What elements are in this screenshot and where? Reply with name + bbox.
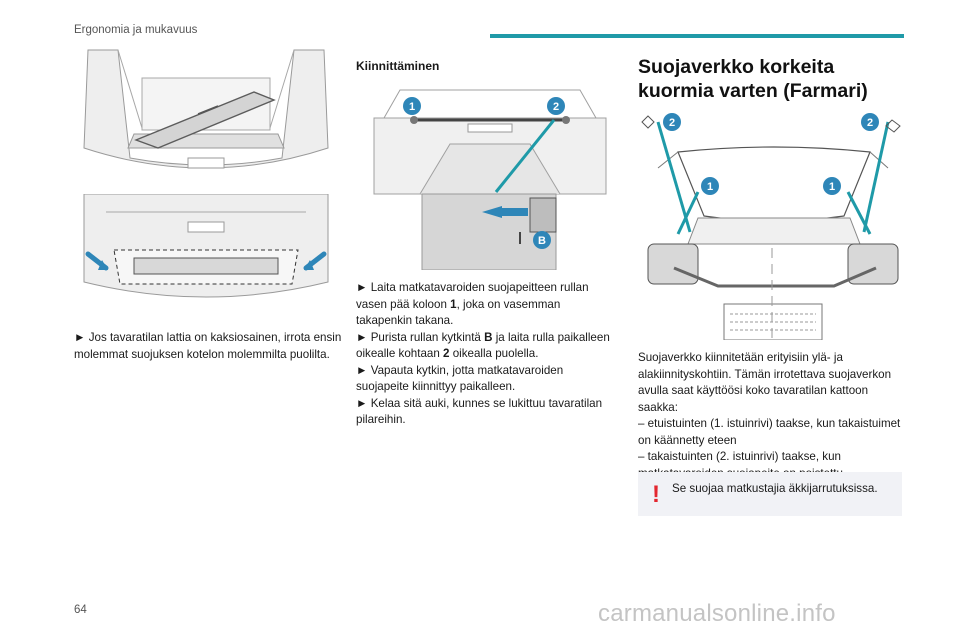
fitting-subheading: Kiinnittäminen	[356, 59, 440, 73]
callout-1-left-label: 1	[707, 181, 713, 193]
fitting-step-2-post: oikealla puolella.	[449, 347, 539, 360]
fitting-step-2-pre: ► Purista rullan kytkintä	[356, 330, 485, 344]
fitting-step-1-post: , joka on vasemman takapenkin takana.	[356, 297, 561, 328]
callout-2-left-label: 2	[669, 117, 675, 129]
callout-1-right-label: 1	[829, 181, 835, 193]
callout-2-right-label: 2	[867, 117, 873, 129]
roller-blind-illustration: 1 2 B	[370, 84, 610, 270]
fitting-step-2-mid: ja laita rulla paikalleen oikealle kohta…	[356, 330, 610, 361]
fitting-steps: ► Laita matkatavaroiden suojapeitteen ru…	[356, 280, 618, 429]
fitting-step-1-pre: ► Laita matkatavaroiden suojapeitteen ru…	[356, 281, 589, 311]
callout-b-badge	[533, 231, 551, 249]
callout-b-label: B	[538, 235, 546, 247]
warning-box: ! Se suojaa matkustajia äkkijarrutuksiss…	[638, 472, 902, 516]
callout-1-left-badge	[701, 177, 719, 195]
safety-net-illustration: 2 2 1 1	[638, 108, 908, 340]
section-title: Suojaverkko korkeita kuormia varten (Far…	[638, 56, 868, 102]
trunk-cover-illustration-bottom	[78, 194, 334, 310]
callout-1-label: 1	[409, 101, 415, 113]
net-description: Suojaverkko kiinnitetään erityisiin ylä-…	[638, 350, 906, 482]
left-instruction-text: ► Jos tavaratilan lattia on kaksiosainen…	[74, 331, 342, 361]
fitting-step-4: ► Kelaa sitä auki, kunnes se lukittuu ta…	[356, 396, 603, 427]
header-accent-bar	[490, 34, 904, 38]
callout-2-badge	[547, 97, 565, 115]
page-number: 64	[74, 604, 87, 616]
callout-2-left-badge	[663, 113, 681, 131]
callout-1-right-badge	[823, 177, 841, 195]
fitting-step-2: ► Purista rullan kytkintä B ja laita rul…	[356, 330, 618, 363]
callout-2-right-badge	[861, 113, 879, 131]
callout-1-badge	[403, 97, 421, 115]
exclamation-icon: !	[652, 481, 660, 508]
fitting-step-2-ref-b: B	[484, 330, 493, 344]
fitting-step-1-ref: 1	[450, 297, 457, 311]
running-header: Ergonomia ja mukavuus	[74, 24, 198, 36]
net-item-1: – etuistuinten (1. istuinrivi) taakse, k…	[638, 417, 901, 447]
site-watermark: carmanualsonline.info	[598, 600, 836, 627]
trunk-cover-illustration-top	[78, 48, 334, 180]
callout-2-label: 2	[553, 101, 559, 113]
warning-text: Se suojaa matkustajia äkkijarrutuksissa.	[672, 482, 878, 495]
fitting-step-1: ► Laita matkatavaroiden suojapeitteen ru…	[356, 280, 618, 330]
fitting-step-3: ► Vapauta kytkin, jotta matkatavaroiden …	[356, 363, 564, 394]
fitting-step-2-ref-2: 2	[443, 347, 450, 360]
net-intro: Suojaverkko kiinnitetään erityisiin ylä-…	[638, 351, 892, 414]
left-instruction: ► Jos tavaratilan lattia on kaksiosainen…	[74, 330, 342, 363]
